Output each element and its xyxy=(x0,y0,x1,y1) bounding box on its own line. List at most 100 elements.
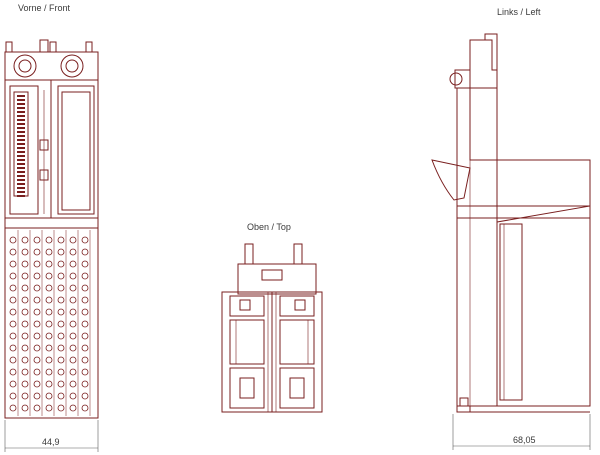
connector-pin xyxy=(17,131,25,133)
terminal-spring xyxy=(69,272,77,280)
terminal-spring xyxy=(69,260,77,268)
terminal-spring xyxy=(81,332,89,340)
connector-pin xyxy=(17,175,25,177)
terminal-spring xyxy=(57,272,65,280)
terminal-spring xyxy=(81,392,89,400)
connector-pin xyxy=(17,163,25,165)
connector-pin xyxy=(17,195,25,197)
terminal-spring xyxy=(69,236,77,244)
connector-pin xyxy=(17,183,25,185)
terminal-spring xyxy=(45,260,53,268)
terminal-spring xyxy=(9,284,17,292)
terminal-spring xyxy=(45,344,53,352)
left-view-label: Links / Left xyxy=(497,7,541,17)
terminal-spring xyxy=(57,248,65,256)
connector-pin xyxy=(17,95,25,97)
connector-pin xyxy=(17,179,25,181)
terminal-spring xyxy=(21,308,29,316)
connector-pin xyxy=(17,111,25,113)
terminal-spring xyxy=(57,260,65,268)
terminal-spring xyxy=(57,320,65,328)
terminal-spring xyxy=(9,392,17,400)
terminal-spring xyxy=(9,332,17,340)
terminal-spring xyxy=(21,368,29,376)
terminal-spring xyxy=(57,404,65,412)
terminal-spring xyxy=(9,308,17,316)
connector-pin xyxy=(17,143,25,145)
front-view xyxy=(4,39,99,452)
terminal-spring xyxy=(69,296,77,304)
terminal-spring xyxy=(69,284,77,292)
terminal-spring xyxy=(45,308,53,316)
terminal-spring xyxy=(57,284,65,292)
terminal-spring xyxy=(81,404,89,412)
terminal-spring xyxy=(9,260,17,268)
terminal-spring xyxy=(81,308,89,316)
left-width-dimension: 68,05 xyxy=(513,435,536,445)
terminal-spring xyxy=(81,296,89,304)
terminal-spring xyxy=(21,320,29,328)
terminal-spring xyxy=(69,248,77,256)
terminal-spring xyxy=(33,248,41,256)
terminal-spring xyxy=(9,320,17,328)
terminal-spring xyxy=(57,392,65,400)
terminal-spring xyxy=(33,320,41,328)
terminal-spring xyxy=(9,272,17,280)
terminal-spring xyxy=(45,248,53,256)
terminal-spring xyxy=(69,368,77,376)
terminal-spring xyxy=(21,296,29,304)
connector-pin xyxy=(17,135,25,137)
terminal-spring xyxy=(21,260,29,268)
terminal-spring xyxy=(45,368,53,376)
connector-pin xyxy=(17,147,25,149)
connector-pin xyxy=(17,103,25,105)
connector-pin xyxy=(17,191,25,193)
terminal-spring xyxy=(33,368,41,376)
terminal-spring xyxy=(9,380,17,388)
terminal-spring xyxy=(45,356,53,364)
terminal-spring xyxy=(57,344,65,352)
terminal-spring xyxy=(81,320,89,328)
terminal-spring xyxy=(9,296,17,304)
terminal-spring xyxy=(45,392,53,400)
terminal-spring xyxy=(21,404,29,412)
terminal-spring xyxy=(57,236,65,244)
terminal-spring xyxy=(21,392,29,400)
connector-pin xyxy=(17,159,25,161)
terminal-spring xyxy=(33,332,41,340)
connector-pin xyxy=(17,127,25,129)
terminal-spring xyxy=(21,236,29,244)
terminal-spring xyxy=(69,404,77,412)
top-view-label: Oben / Top xyxy=(247,222,291,232)
terminal-spring xyxy=(45,380,53,388)
front-width-dimension: 44,9 xyxy=(42,437,60,447)
connector-pin xyxy=(17,167,25,169)
terminal-spring xyxy=(45,404,53,412)
connector-pin xyxy=(17,151,25,153)
connector-pin xyxy=(17,139,25,141)
terminal-spring xyxy=(21,356,29,364)
connector-pin xyxy=(17,123,25,125)
connector-pin xyxy=(17,99,25,101)
terminal-spring xyxy=(33,296,41,304)
terminal-spring xyxy=(21,344,29,352)
terminal-spring xyxy=(57,368,65,376)
terminal-spring xyxy=(81,368,89,376)
terminal-spring xyxy=(21,380,29,388)
terminal-spring xyxy=(81,236,89,244)
terminal-spring xyxy=(33,236,41,244)
connector-pin xyxy=(17,119,25,121)
terminal-spring xyxy=(21,272,29,280)
connector-pin xyxy=(17,115,25,117)
terminal-spring xyxy=(33,404,41,412)
terminal-spring xyxy=(57,356,65,364)
terminal-spring xyxy=(45,236,53,244)
terminal-spring xyxy=(9,368,17,376)
terminal-spring xyxy=(69,392,77,400)
terminal-spring xyxy=(9,236,17,244)
terminal-spring xyxy=(81,248,89,256)
connector-pin xyxy=(17,171,25,173)
terminal-spring xyxy=(69,380,77,388)
terminal-spring xyxy=(57,380,65,388)
